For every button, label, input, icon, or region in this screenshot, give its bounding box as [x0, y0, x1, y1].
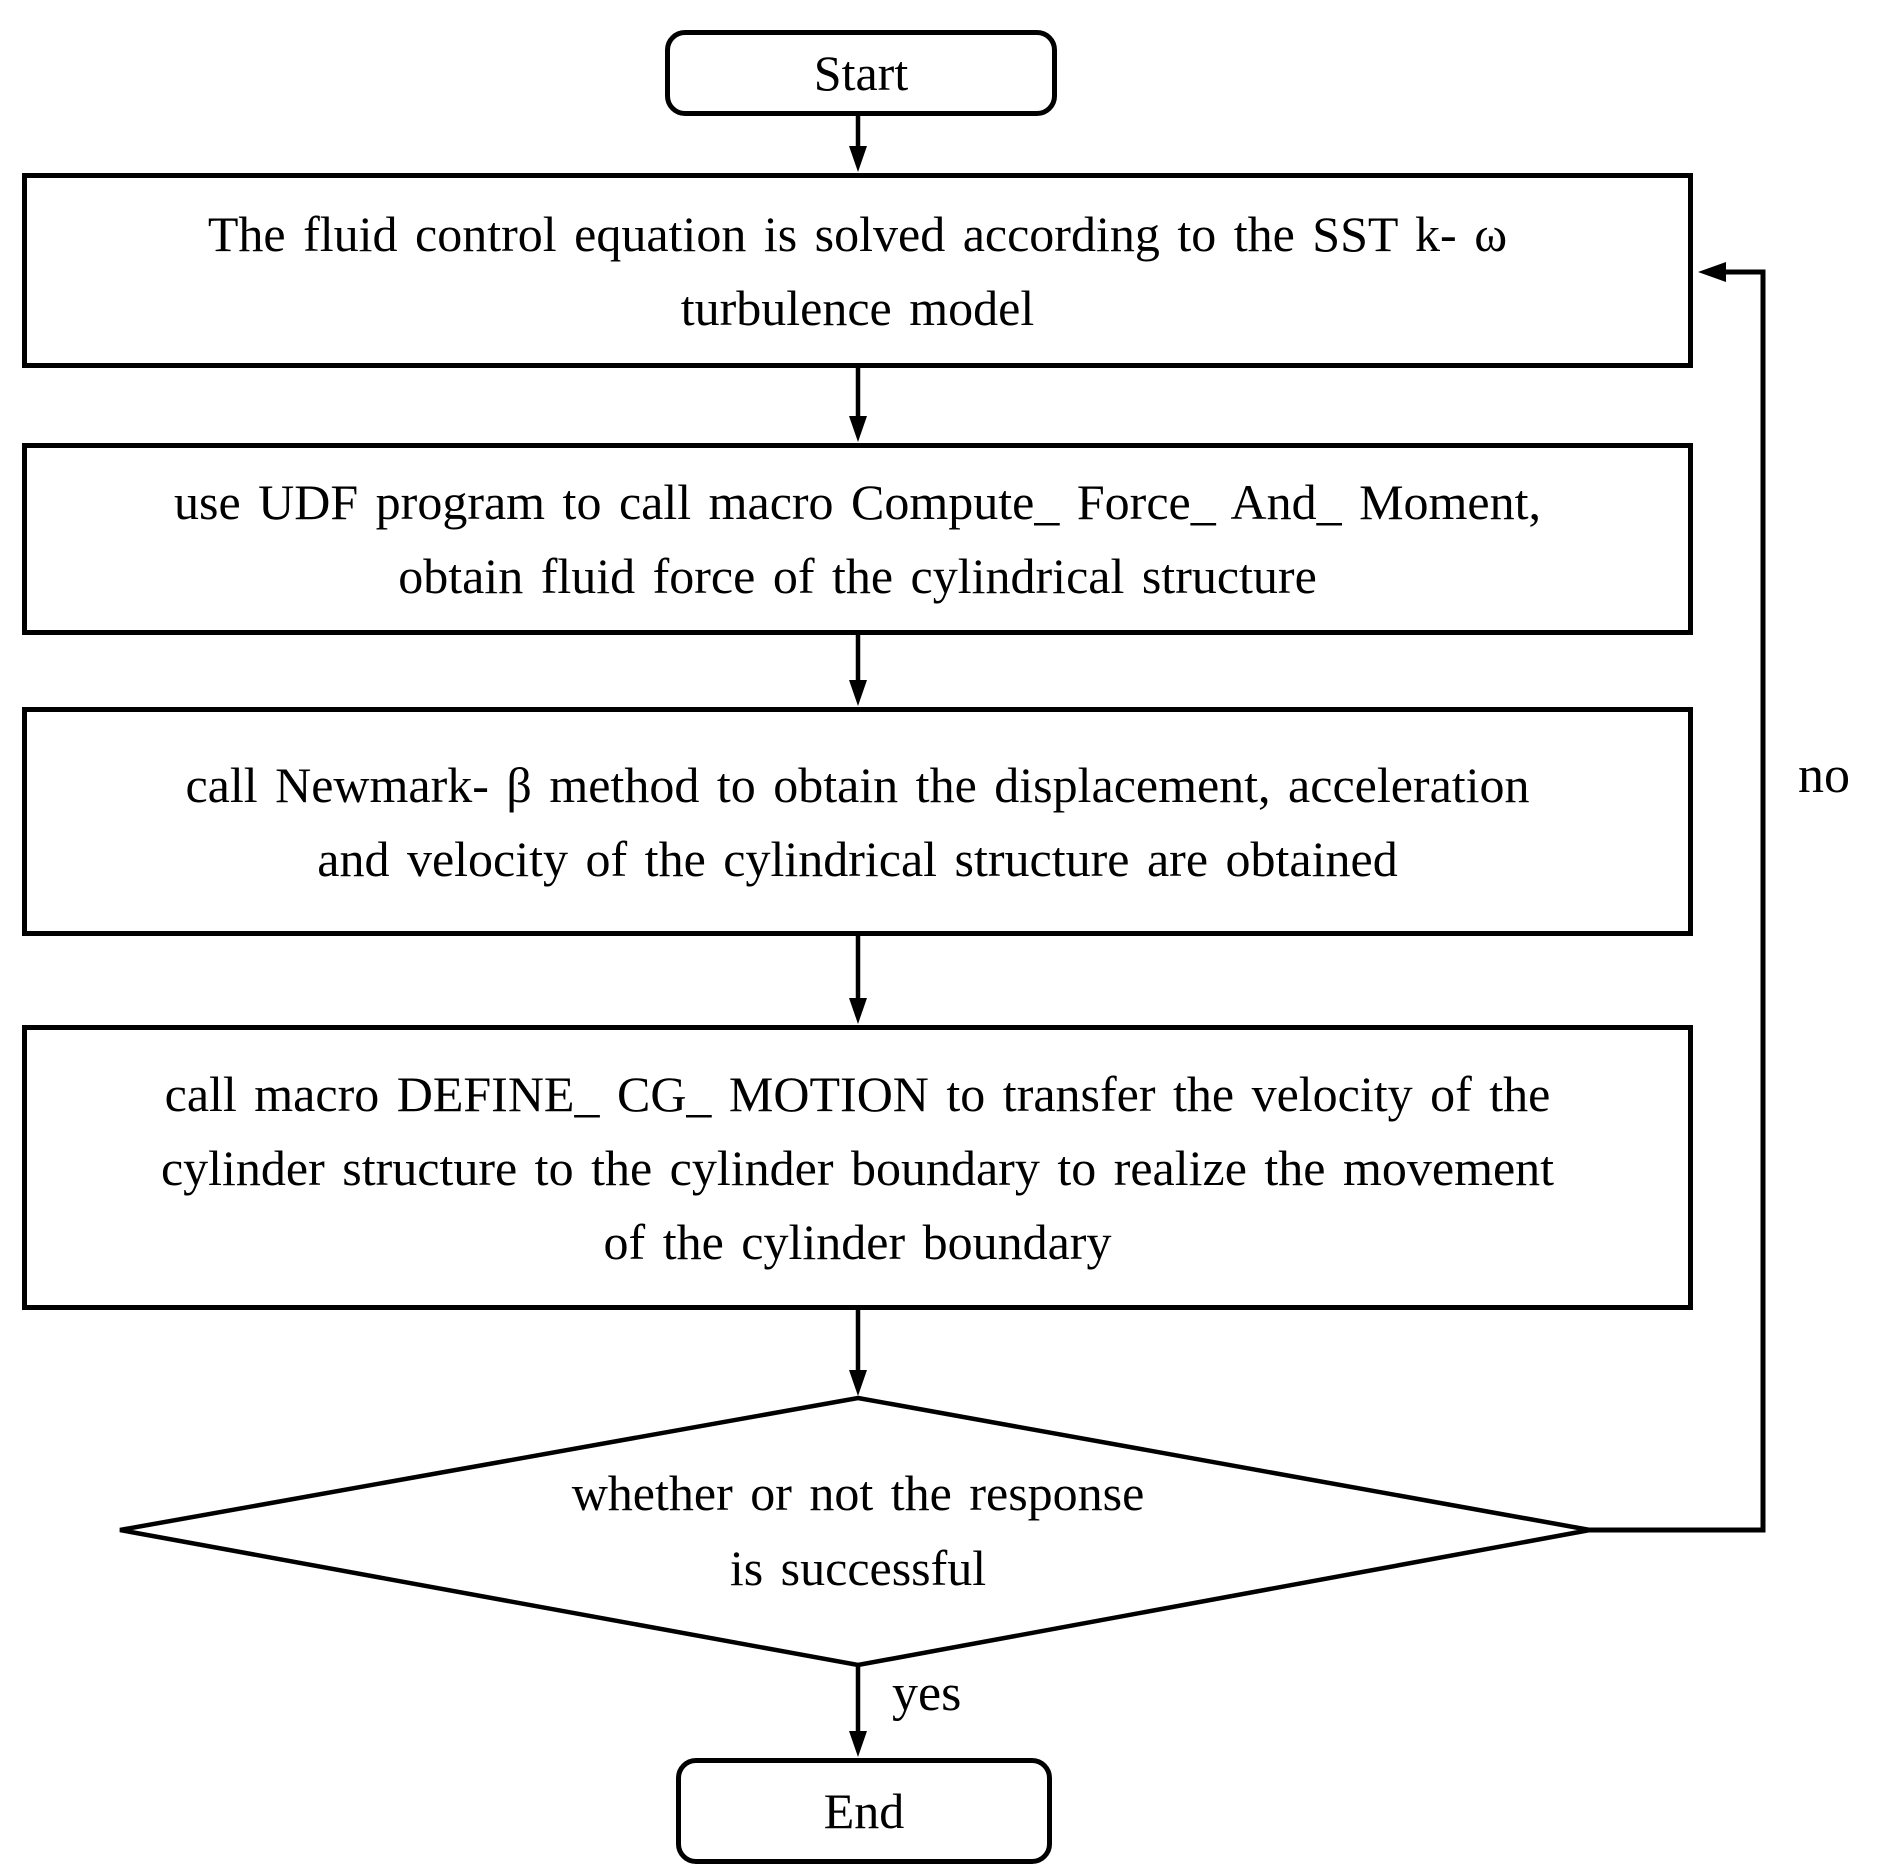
node-end-label: End [823, 1783, 905, 1839]
edge-label-yes: yes [892, 1665, 962, 1722]
arrowhead-step4-to-decision [849, 1370, 867, 1396]
arrowhead-step1-to-step2 [849, 416, 867, 442]
arrowhead-step2-to-step3 [849, 680, 867, 706]
node-define-cg-motion: call macro DEFINE_ CG_ MOTION to transfe… [22, 1025, 1693, 1310]
node-solve-fluid-equation-text: The fluid control equation is solved acc… [207, 205, 1508, 336]
arrowhead-step3-to-step4 [849, 998, 867, 1024]
edge-label-no: no [1798, 747, 1850, 804]
node-solve-fluid-equation: The fluid control equation is solved acc… [22, 173, 1693, 368]
node-start-label: Start [813, 45, 909, 101]
node-newmark-beta: call Newmark- β method to obtain the dis… [22, 707, 1693, 936]
node-decision-text: whether or not the response is successfu… [571, 1465, 1145, 1596]
node-start: Start [665, 30, 1057, 116]
node-udf-compute-force-text: use UDF program to call macro Compute_ F… [174, 474, 1541, 604]
node-end: End [676, 1758, 1052, 1864]
node-udf-compute-force: use UDF program to call macro Compute_ F… [22, 443, 1693, 635]
arrowhead-start-to-step1 [849, 146, 867, 172]
arrowhead-no-feedback [1698, 262, 1726, 282]
arrowhead-decision-to-end [849, 1731, 867, 1757]
node-define-cg-motion-text: call macro DEFINE_ CG_ MOTION to transfe… [160, 1065, 1555, 1270]
no-feedback-line [1582, 269, 1766, 1533]
node-newmark-beta-text: call Newmark- β method to obtain the dis… [185, 756, 1530, 887]
